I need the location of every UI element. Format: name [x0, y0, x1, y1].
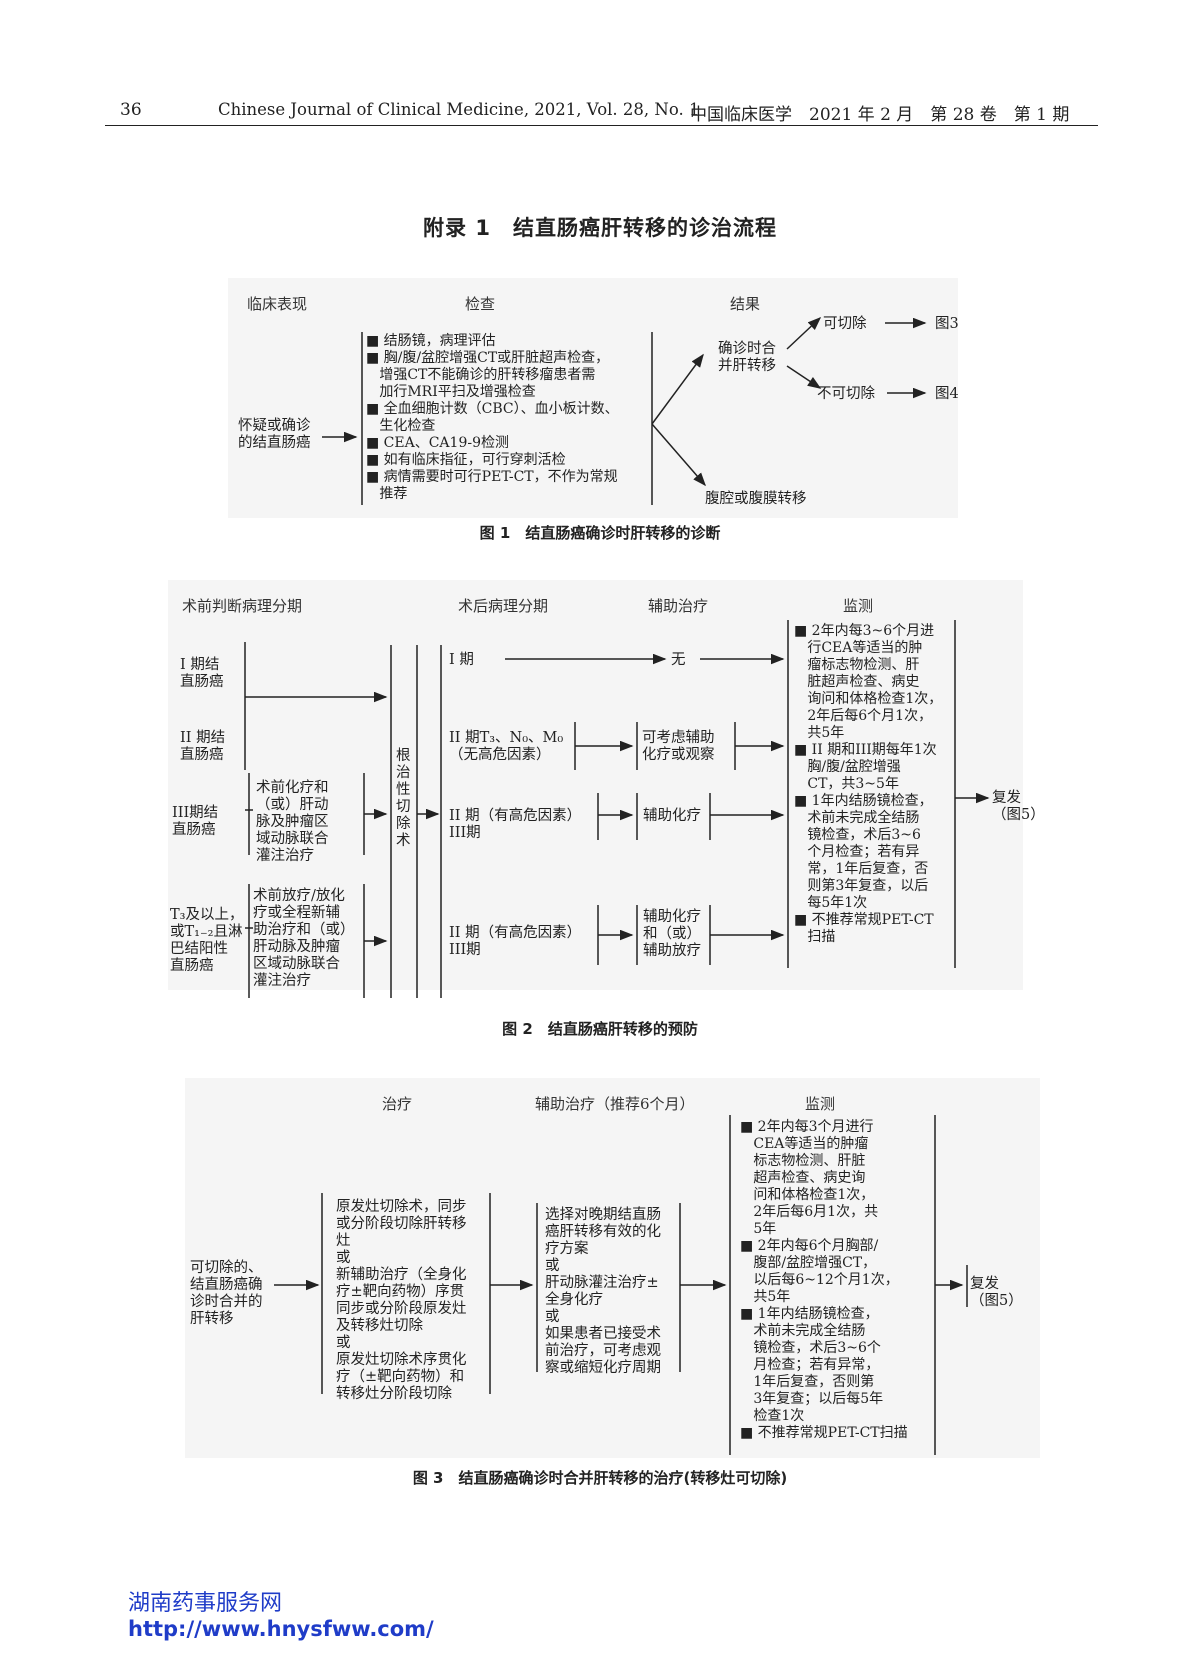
fig2-t3-rectal: T₃及以上， 或T₁₋₂且淋 巴结阳性 直肠癌 [170, 907, 244, 974]
fig3-treatment-options: 原发灶切除术，同步 或分阶段切除肝转移 灶 或 新辅助治疗（全身化 疗±靶向药物… [336, 1199, 467, 1402]
fig2-stage3-crc: III期结 直肠癌 [172, 805, 219, 838]
figure-2-panel [168, 580, 1023, 990]
fig2-header-adjuvant: 辅助治疗 [648, 597, 709, 615]
fig2-header-preop: 术前判断病理分期 [182, 597, 303, 615]
fig2-post-stage2-lowrisk: II 期T₃、N₀、M₀ （无高危因素） [449, 730, 564, 763]
fig3-header-treatment: 治疗 [382, 1095, 413, 1113]
footer-site-url[interactable]: http://www.hnysfww.com/ [128, 1617, 434, 1641]
fig2-adjuvant-chemo-radio: 辅助化疗 和（或） 辅助放疗 [643, 909, 701, 959]
fig2-post-stage2-highrisk-b: II 期（有高危因素） III期 [449, 925, 582, 958]
fig2-neoadjuvant-radio: 术前放疗/放化 疗或全程新辅 助治疗和（或） 肝动脉及肿瘤 区域动脉联合 灌注治… [253, 888, 355, 989]
fig3-relapse-ref: 复发 （图5） [970, 1276, 1023, 1309]
fig2-post-stage1: I 期 [449, 652, 474, 668]
figure-3-panel [185, 1078, 1040, 1458]
fig2-consider-adjuvant: 可考虑辅助 化疗或观察 [642, 730, 715, 763]
journal-title-en: Chinese Journal of Clinical Medicine, 20… [218, 100, 700, 119]
fig2-header-monitor: 监测 [843, 597, 874, 615]
fig2-relapse-ref: 复发 （图5） [992, 790, 1045, 823]
fig1-ref-fig3: 图3 [935, 316, 959, 332]
fig3-adjuvant-options: 选择对晚期结直肠 癌肝转移有效的化 疗方案 或 肝动脉灌注治疗± 全身化疗 或 … [545, 1207, 661, 1376]
fig1-resectable: 可切除 [823, 316, 867, 332]
fig3-monitoring-list: ■ 2年内每3个月进行 CEA等适当的肿瘤 标志物检测、肝脏 超声检查、病史询 … [740, 1119, 908, 1441]
fig1-confirmed-liver-mets: 确诊时合 并肝转移 [718, 341, 776, 374]
header-rule [105, 125, 1098, 126]
figure-1-panel [228, 278, 958, 518]
fig1-peritoneal-mets: 腹腔或腹膜转移 [705, 491, 807, 507]
fig2-neoadjuvant-chemo: 术前化疗和 （或）肝动 脉及肿瘤区 域动脉联合 灌注治疗 [256, 780, 329, 864]
fig2-stage2-crc: II 期结 直肠癌 [180, 730, 226, 763]
fig2-post-stage2-highrisk-a: II 期（有高危因素） III期 [449, 808, 582, 841]
fig1-unresectable: 不可切除 [817, 386, 875, 402]
journal-title-cn: 中国临床医学 2021 年 2 月 第 28 卷 第 1 期 [690, 105, 1070, 125]
fig3-caption: 图 3 结直肠癌确诊时合并肝转移的治疗(转移灶可切除) [412, 1469, 788, 1487]
fig1-header-clinical: 临床表现 [247, 295, 308, 313]
fig2-stage1-crc: I 期结 直肠癌 [180, 657, 224, 690]
fig2-header-postop: 术后病理分期 [458, 597, 549, 615]
fig2-caption: 图 2 结直肠癌肝转移的预防 [502, 1020, 698, 1038]
fig3-header-adjuvant: 辅助治疗（推荐6个月） [535, 1095, 695, 1113]
fig1-header-result: 结果 [730, 295, 761, 313]
fig1-header-exam: 检查 [465, 295, 496, 313]
fig1-caption: 图 1 结直肠癌确诊时肝转移的诊断 [479, 524, 721, 542]
fig3-header-monitor: 监测 [805, 1095, 836, 1113]
fig2-monitoring-list: ■ 2年内每3~6个月进 行CEA等适当的肿 瘤标志物检测、肝 脏超声检查、病史… [794, 623, 943, 945]
fig1-suspect-crc: 怀疑或确诊 的结直肠癌 [238, 418, 311, 451]
fig1-exam-list: ■ 结肠镜，病理评估 ■ 胸/腹/盆腔增强CT或肝脏超声检查， 增强CT不能确诊… [366, 333, 619, 502]
page-number: 36 [120, 100, 142, 120]
fig2-no-adjuvant: 无 [671, 652, 686, 668]
fig2-adjuvant-chemo: 辅助化疗 [643, 808, 701, 824]
fig2-radical-resection: 根 治 性 切 除 术 [396, 748, 411, 849]
fig3-patient-group: 可切除的、 结直肠癌确 诊时合并的 肝转移 [190, 1260, 263, 1327]
footer-site-name: 湖南药事服务网 [128, 1591, 283, 1616]
fig1-ref-fig4: 图4 [935, 386, 959, 402]
appendix-title: 附录 1 结直肠癌肝转移的诊治流程 [423, 216, 777, 240]
